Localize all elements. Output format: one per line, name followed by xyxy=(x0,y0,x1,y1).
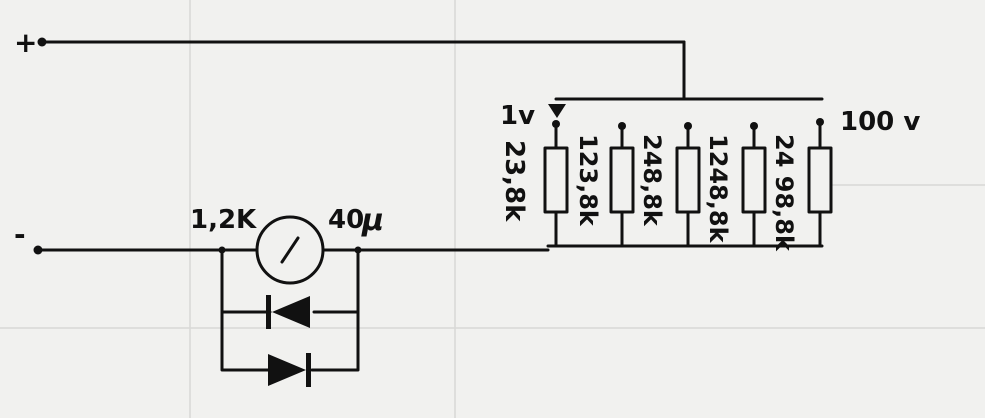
terminal-positive-label: + xyxy=(14,26,37,59)
meter-current-unit: μ xyxy=(361,203,384,238)
range-high-label: 100 v xyxy=(840,107,920,137)
resistor-1 xyxy=(543,124,569,248)
terminal-negative-dot xyxy=(33,245,43,255)
diode-loop-right xyxy=(310,248,360,372)
resistor-4 xyxy=(741,126,767,248)
terminal-negative-label: - xyxy=(14,218,26,251)
resistor-5 xyxy=(807,122,833,248)
diode-loop-left xyxy=(220,248,270,372)
diode-upper-icon xyxy=(266,295,310,329)
meter-resistance-label: 1,2K xyxy=(190,205,257,235)
range-low-label: 1v xyxy=(500,101,535,131)
resistor-3-value: 248,8k xyxy=(638,134,666,227)
resistor-2-value: 123,8k xyxy=(574,134,602,227)
meter-current-label: 40 xyxy=(328,205,364,235)
diode-lower-icon xyxy=(268,353,311,387)
meter-circle xyxy=(255,215,325,285)
terminal-positive-dot xyxy=(37,37,47,47)
tap-dot-5 xyxy=(816,118,824,126)
resistor-1-value: 23,8k xyxy=(499,140,529,222)
resistor-2 xyxy=(609,126,635,248)
resistor-5-value: 24 98,8k xyxy=(770,134,798,252)
tap-dot-2 xyxy=(618,122,626,130)
meter-needle xyxy=(280,236,300,264)
junction-dot-right xyxy=(354,246,362,254)
range-selector-arrow-icon xyxy=(548,104,566,118)
resistor-3 xyxy=(675,126,701,248)
junction-dot-left xyxy=(218,246,226,254)
tap-dot-4 xyxy=(750,122,758,130)
resistor-4-value: 1248,8k xyxy=(704,134,732,244)
tap-dot-1 xyxy=(552,120,560,128)
tap-dot-3 xyxy=(684,122,692,130)
